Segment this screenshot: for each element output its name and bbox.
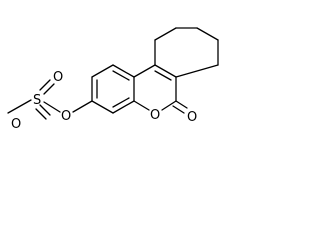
- bond-cy-6: [175, 64, 219, 78]
- bond-carbonyl-b: [172, 105, 185, 114]
- bond-alkene: [154, 64, 177, 78]
- bond-alkene-inner: [154, 70, 172, 81]
- bond-s-o-bottom-b: [35, 108, 47, 120]
- bond-ring-a5-inner: [112, 97, 130, 108]
- bond-s-o-top-a: [39, 79, 51, 91]
- bond-cy-2: [154, 27, 177, 41]
- bond-ring-o-carbonyl: [161, 100, 177, 111]
- bond-alkene-aryl: [133, 64, 156, 78]
- bond-ring-a2: [91, 64, 114, 78]
- bond-ring-a3: [112, 64, 135, 78]
- atom-oxygen-sulfonyl-bottom: O: [11, 117, 21, 132]
- structure-canvas: S O O O O O: [7, 27, 219, 132]
- atom-sulfur: S: [33, 93, 41, 108]
- atom-oxygen-carbonyl: O: [187, 110, 197, 125]
- bond-ring-a5: [112, 100, 135, 114]
- atom-oxygen-ester: O: [61, 109, 71, 124]
- bond-ring-a6: [91, 100, 114, 114]
- bond-s-o-ester: [43, 101, 61, 113]
- bond-ring-a3-inner: [112, 70, 130, 81]
- bond-s-o-top-b: [43, 83, 55, 95]
- bond-o-aryl: [72, 100, 93, 113]
- bond-s-o-bottom-a: [39, 104, 51, 116]
- bond-cy-4: [196, 27, 219, 41]
- atom-oxygen-sulfonyl-top: O: [53, 70, 63, 85]
- atom-oxygen-ring: O: [150, 108, 160, 123]
- bond-aryl-ring-o: [133, 100, 150, 111]
- molecule-diagram: S O O O O O: [7, 27, 219, 132]
- bond-methyl-s: [7, 99, 32, 114]
- bond-carbonyl-a: [175, 100, 188, 109]
